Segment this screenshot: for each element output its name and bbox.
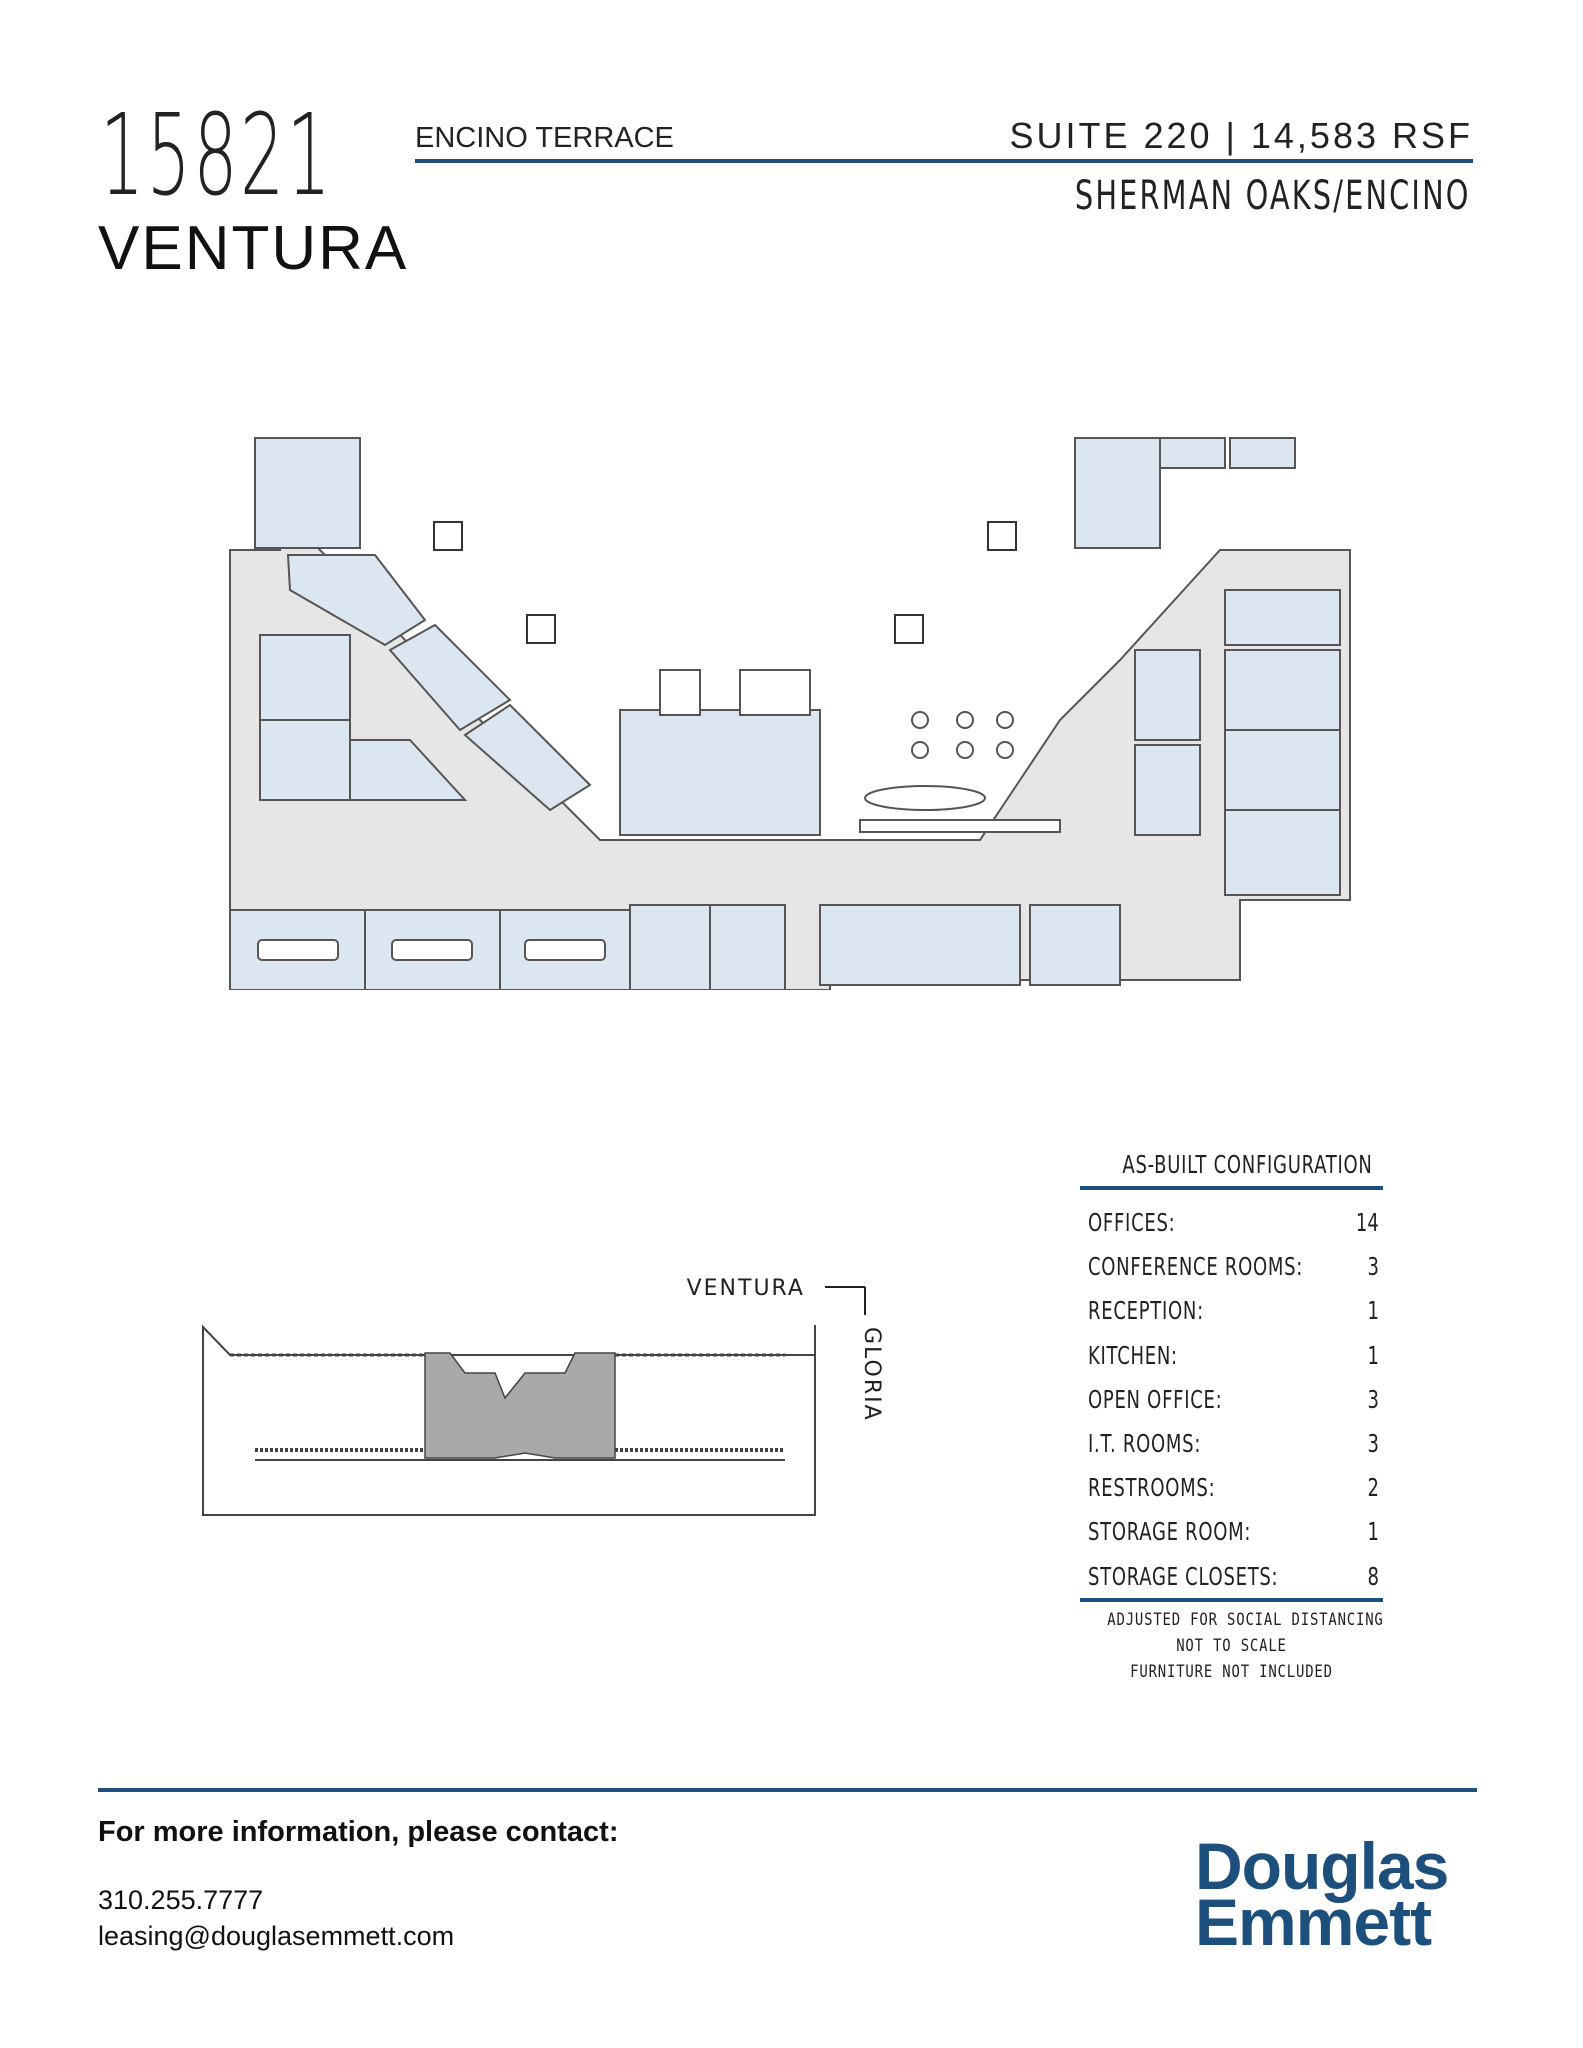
note-not-to-scale: NOT TO SCALE [1176,1635,1287,1656]
office-south-2 [709,904,786,990]
config-row-conference-rooms: CONFERENCE ROOMS: 3 [1080,1242,1383,1286]
key-plan-cross-street-label: GLORIA [859,1327,884,1422]
kitchen-island [864,785,986,811]
config-row-reception: RECEPTION: 1 [1080,1286,1383,1330]
office-west-3 [349,739,468,801]
config-value: 14 [1356,1208,1379,1237]
config-row-it-rooms: I.T. ROOMS: 3 [1080,1419,1383,1463]
office-south-1 [629,904,711,990]
room-nw-diag-3 [463,703,592,812]
open-office-south [819,904,1021,986]
key-plan-street-label: VENTURA [687,1276,805,1301]
note-furniture: FURNITURE NOT INCLUDED [1130,1661,1333,1682]
open-office-center [619,709,821,836]
suite-highlight [424,1352,616,1459]
configuration-table: AS-BUILT CONFIGURATION OFFICES: 14 CONFE… [1080,1150,1383,1688]
kitchen-counter [859,819,1061,833]
config-row-storage-closets: STORAGE CLOSETS: 8 [1080,1552,1383,1596]
config-label: RESTROOMS: [1088,1473,1216,1503]
config-value: 1 [1367,1296,1379,1326]
config-divider-top [1080,1186,1383,1190]
room-ne-3 [1229,437,1296,469]
submarket: SHERMAN OAKS/ENCINO [1075,173,1471,219]
logo-line-2: Emmett [1195,1885,1432,1959]
config-label: CONFERENCE ROOMS: [1088,1252,1304,1282]
config-row-kitchen: KITCHEN: 1 [1080,1331,1383,1375]
room-ne-2 [1159,437,1226,469]
storage-south [1029,904,1121,986]
contact-heading: For more information, please contact: [98,1816,619,1848]
key-plan: VENTURA GLORIA [202,1276,884,1516]
room-nw-diag-1 [286,554,427,647]
office-east-1 [1134,649,1201,741]
config-label: OFFICES: [1088,1208,1176,1237]
config-row-restrooms: RESTROOMS: 2 [1080,1463,1383,1507]
office-west-2 [259,719,351,801]
config-label: KITCHEN: [1088,1340,1178,1370]
office-east-3 [1224,649,1341,731]
configuration-title: AS-BUILT CONFIGURATION [1122,1150,1373,1179]
office-east-2 [1134,744,1201,836]
address-number: 15821 [100,91,334,221]
config-value: 1 [1367,1517,1379,1547]
street-name: VENTURA [98,214,409,283]
footer-divider [98,1788,1477,1792]
config-label: STORAGE ROOM: [1088,1517,1252,1547]
contact-phone[interactable]: 310.255.7777 [98,1885,264,1915]
suite-floor-plan [229,437,1351,990]
room-ne-1 [1074,437,1161,549]
config-value: 1 [1367,1340,1379,1370]
office-east-4 [1224,729,1341,811]
config-value: 3 [1367,1252,1379,1282]
contact-email[interactable]: leasing@douglasemmett.com [98,1921,455,1951]
config-label: STORAGE CLOSETS: [1088,1561,1279,1591]
config-label: OPEN OFFICE: [1088,1384,1223,1414]
room-nw-top [254,437,361,549]
douglas-emmett-logo: Douglas Emmett [1195,1829,1480,1959]
office-east-5 [1224,809,1341,896]
restroom-east [1224,589,1341,646]
config-value: 3 [1367,1384,1379,1414]
suite-info: SUITE 220 | 14,583 RSF [1009,115,1473,156]
room-nw-diag-2 [388,623,512,732]
config-value: 8 [1367,1561,1379,1591]
config-value: 3 [1367,1428,1379,1458]
config-row-offices: OFFICES: 14 [1080,1198,1383,1242]
header-divider [415,159,1473,163]
note-social-distancing: ADJUSTED FOR SOCIAL DISTANCING [1107,1609,1384,1630]
building-name: ENCINO TERRACE [415,122,674,154]
config-row-storage-room: STORAGE ROOM: 1 [1080,1507,1383,1551]
config-value: 2 [1367,1473,1379,1503]
config-row-open-office: OPEN OFFICE: 3 [1080,1375,1383,1419]
config-label: RECEPTION: [1088,1296,1204,1326]
config-divider-bottom [1080,1597,1383,1602]
logo-line-1: Douglas [1195,1829,1449,1903]
office-west-1 [259,634,351,721]
config-label: I.T. ROOMS: [1088,1428,1202,1458]
